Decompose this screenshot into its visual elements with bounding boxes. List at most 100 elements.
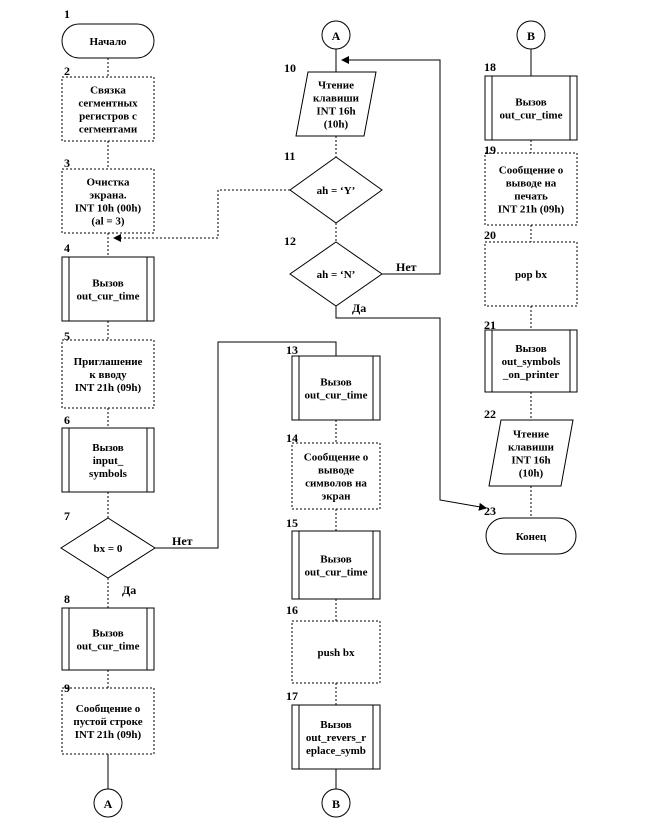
predefined-process-box <box>291 704 381 770</box>
predefined-process-box <box>484 75 578 141</box>
node-text: out_cur_time <box>77 291 140 303</box>
connector-label: A <box>104 797 113 811</box>
node-text: Чтение <box>318 80 354 92</box>
node-text: eplace_symb <box>306 745 366 757</box>
node-text: Вызов <box>515 343 547 355</box>
process-box <box>61 76 155 142</box>
node-text: Вызов <box>320 719 352 731</box>
node-text: символов на <box>305 478 367 490</box>
node-text: INT 21h (09h) <box>498 204 565 216</box>
decision-diamond <box>289 156 383 224</box>
process-box <box>484 152 578 226</box>
node-text: Вызов <box>515 97 547 109</box>
flow-line <box>335 306 487 511</box>
node-text: Сообщение о <box>76 703 141 715</box>
node-number: 15 <box>286 516 298 530</box>
node-text: input_ <box>93 455 124 467</box>
node-number: 19 <box>484 143 496 157</box>
node-number: 3 <box>64 156 70 170</box>
node-number: 20 <box>484 228 496 242</box>
connector-label: B <box>527 29 535 43</box>
connector-label: A <box>332 29 341 43</box>
node-text: out_symbols <box>502 356 561 368</box>
node-text: выводе <box>318 465 354 477</box>
node-text: (10h) <box>519 468 544 480</box>
node-text: Вызов <box>92 628 124 640</box>
node-number: 6 <box>64 413 70 427</box>
node-number: 2 <box>64 64 70 78</box>
node-text: (10h) <box>324 119 349 131</box>
node-text: out_revers_r <box>306 732 366 744</box>
node-number: 17 <box>286 689 298 703</box>
decision-diamond <box>289 241 383 307</box>
node-text: Вызов <box>92 442 124 454</box>
io-parallelogram <box>488 419 574 487</box>
node-number: 8 <box>64 592 70 606</box>
edge-label-n7-no: Нет <box>172 534 193 548</box>
node-number: 10 <box>284 61 296 75</box>
node-number: 4 <box>64 241 70 255</box>
node-text: клавиши <box>508 442 555 454</box>
connector-b-top: B <box>516 20 546 50</box>
decision-diamond <box>60 517 156 579</box>
connector-circle <box>321 788 351 818</box>
node-text: Начало <box>89 36 127 48</box>
connector-a-top: A <box>321 20 351 50</box>
node-text: out_cur_time <box>305 390 368 402</box>
terminal-shape <box>61 23 155 59</box>
node-text: Связка <box>90 85 126 97</box>
predefined-process-box <box>61 256 155 322</box>
node-text: INT 16h <box>511 455 550 467</box>
node-text: push bx <box>317 647 355 659</box>
process-box <box>484 241 578 307</box>
node-11: 11 ah = ‘Y’ <box>284 149 383 224</box>
node-text: ah = ‘Y’ <box>317 185 356 197</box>
connector-b-bottom: B <box>321 788 351 818</box>
node-text: ah = ‘N’ <box>317 269 356 281</box>
node-number: 11 <box>284 149 295 163</box>
node-text: Чтение <box>513 429 549 441</box>
terminal-shape <box>485 517 577 555</box>
flow-line <box>341 56 441 275</box>
connector-label: B <box>332 797 340 811</box>
node-number: 13 <box>286 343 298 357</box>
connector-circle <box>321 20 351 50</box>
node-text: Сообщение о <box>499 165 564 177</box>
node-text: Вызов <box>320 377 352 389</box>
edge-label-n12-no: Нет <box>396 260 417 274</box>
node-number: 22 <box>484 407 496 421</box>
node-text: к вводу <box>89 369 127 381</box>
node-number: 7 <box>64 509 70 523</box>
node-text: INT 21h (09h) <box>75 382 142 394</box>
node-number: 18 <box>484 60 496 74</box>
node-text: Приглашение <box>74 356 143 368</box>
node-number: 14 <box>286 431 298 445</box>
node-number: 9 <box>64 681 70 695</box>
predefined-process-box <box>61 607 155 671</box>
node-text: сегментами <box>79 124 138 136</box>
node-text: out_cur_time <box>305 567 368 579</box>
node-text: клавиши <box>313 93 360 105</box>
io-parallelogram <box>295 71 377 137</box>
node-text: Вызов <box>92 278 124 290</box>
process-box <box>291 442 381 510</box>
node-text: Очистка <box>86 177 130 189</box>
